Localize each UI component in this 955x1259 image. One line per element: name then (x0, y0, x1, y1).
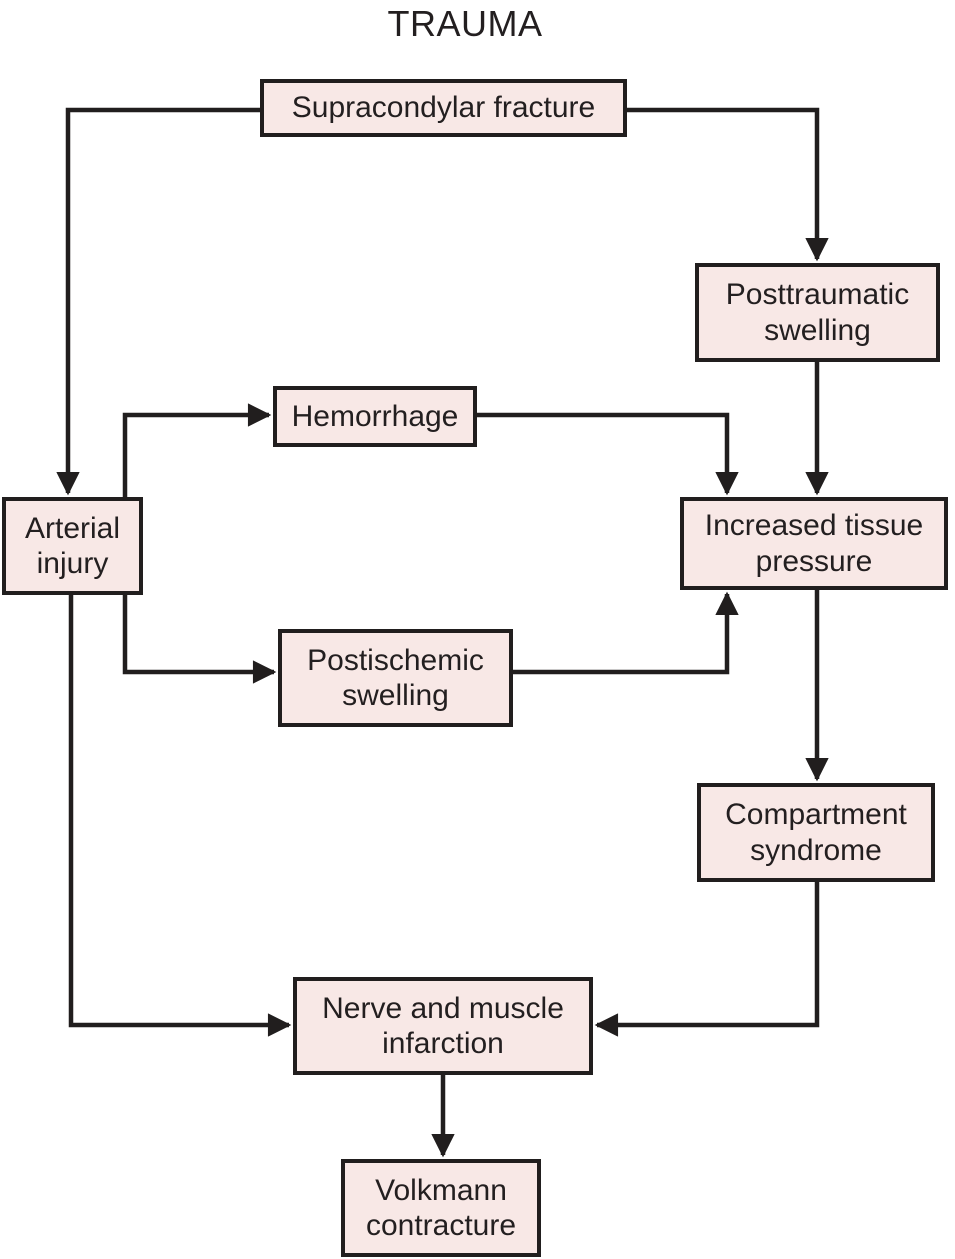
node-postischemic-swelling: Postischemic swelling (278, 629, 513, 727)
node-posttraumatic-swelling: Posttraumatic swelling (695, 263, 940, 362)
node-supracondylar-fracture: Supracondylar fracture (260, 79, 627, 137)
node-label: Increased tissue pressure (704, 509, 924, 578)
node-label: Arterial injury (24, 511, 121, 580)
node-label: Supracondylar fracture (291, 91, 596, 125)
connector-arterial-to-postischemic (122, 595, 277, 684)
diagram-title: TRAUMA (387, 3, 543, 44)
connector-supracondylar-to-arterial (56, 107, 260, 496)
node-compartment-syndrome: Compartment syndrome (697, 783, 935, 882)
connector-arterial-to-hemorrhage (122, 403, 272, 497)
node-label: Volkmann contracture (365, 1173, 517, 1242)
node-arterial-injury: Arterial injury (2, 497, 143, 595)
connector-hemorrhage-to-increased (477, 412, 739, 496)
connector-supracondylar-to-posttraumatic (627, 107, 829, 262)
node-volkmann-contracture: Volkmann contracture (341, 1159, 541, 1257)
node-nerve-and-muscle-infarction: Nerve and muscle infarction (293, 977, 593, 1075)
node-label: Nerve and muscle infarction (322, 991, 564, 1060)
connector-postischemic-to-increased (513, 591, 739, 675)
node-label: Postischemic swelling (307, 643, 484, 712)
connector-compartment-to-nerve (594, 882, 820, 1037)
node-label: Hemorrhage (291, 399, 459, 433)
node-label: Compartment syndrome (725, 798, 907, 867)
node-increased-tissue-pressure: Increased tissue pressure (680, 497, 948, 590)
node-label: Posttraumatic swelling (725, 278, 910, 347)
node-hemorrhage: Hemorrhage (273, 386, 477, 447)
connector-arterial-to-nerve (68, 595, 292, 1037)
